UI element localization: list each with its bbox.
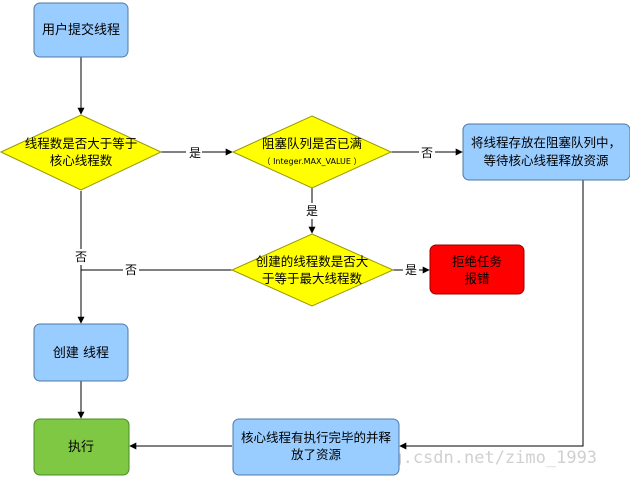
label-max-yes: 是 bbox=[405, 263, 417, 277]
node-max-check: 创建的线程数是否大 于等于最大线程数 bbox=[230, 233, 395, 307]
node-enqueue: 将线程存放在阻塞队列中， 等待核心线程释放资源 bbox=[462, 123, 630, 181]
node-create: 创建 线程 bbox=[33, 323, 129, 382]
edge-enqueue-to-core-done bbox=[399, 180, 584, 450]
node-queue-full-line1: 阻塞队列是否已满 bbox=[262, 136, 362, 151]
node-max-check-line1: 创建的线程数是否大 bbox=[256, 254, 369, 269]
node-enqueue-line2: 等待核心线程释放资源 bbox=[483, 153, 609, 168]
node-create-label: 创建 线程 bbox=[53, 346, 109, 361]
node-enqueue-line1: 将线程存放在阻塞队列中， bbox=[471, 135, 621, 150]
node-execute-label: 执行 bbox=[68, 440, 94, 455]
node-core-done-line1: 核心线程有执行完毕的并释 bbox=[241, 430, 392, 445]
label-max-no: 否 bbox=[125, 263, 137, 277]
label-queue-no: 否 bbox=[421, 146, 433, 160]
node-submit: 用户提交线程 bbox=[33, 2, 129, 58]
node-core-check: 线程数是否大于等于 核心线程数 bbox=[0, 114, 163, 191]
node-core-done-line2: 放了资源 bbox=[291, 447, 342, 462]
node-queue-full-line2: （ Integer.MAX_VALUE ） bbox=[263, 157, 362, 166]
node-queue-full: 阻塞队列是否已满 （ Integer.MAX_VALUE ） bbox=[231, 115, 393, 189]
node-reject: 拒绝任务 报错 bbox=[429, 244, 525, 295]
label-core-yes: 是 bbox=[189, 146, 201, 160]
node-core-check-line2: 核心线程数 bbox=[50, 153, 113, 168]
node-reject-line2: 报错 bbox=[464, 271, 489, 286]
label-queue-yes: 是 bbox=[306, 204, 318, 218]
node-max-check-line2: 于等于最大线程数 bbox=[262, 271, 363, 286]
node-submit-label: 用户提交线程 bbox=[42, 22, 120, 38]
node-core-done: 核心线程有执行完毕的并释 放了资源 bbox=[232, 418, 400, 476]
edge-labels: 是 否 是 是 否 否 bbox=[73, 144, 435, 278]
label-core-no: 否 bbox=[75, 250, 87, 264]
node-reject-line1: 拒绝任务 bbox=[452, 254, 502, 269]
node-execute: 执行 bbox=[33, 418, 130, 476]
node-core-check-line1: 线程数是否大于等于 bbox=[25, 136, 138, 151]
